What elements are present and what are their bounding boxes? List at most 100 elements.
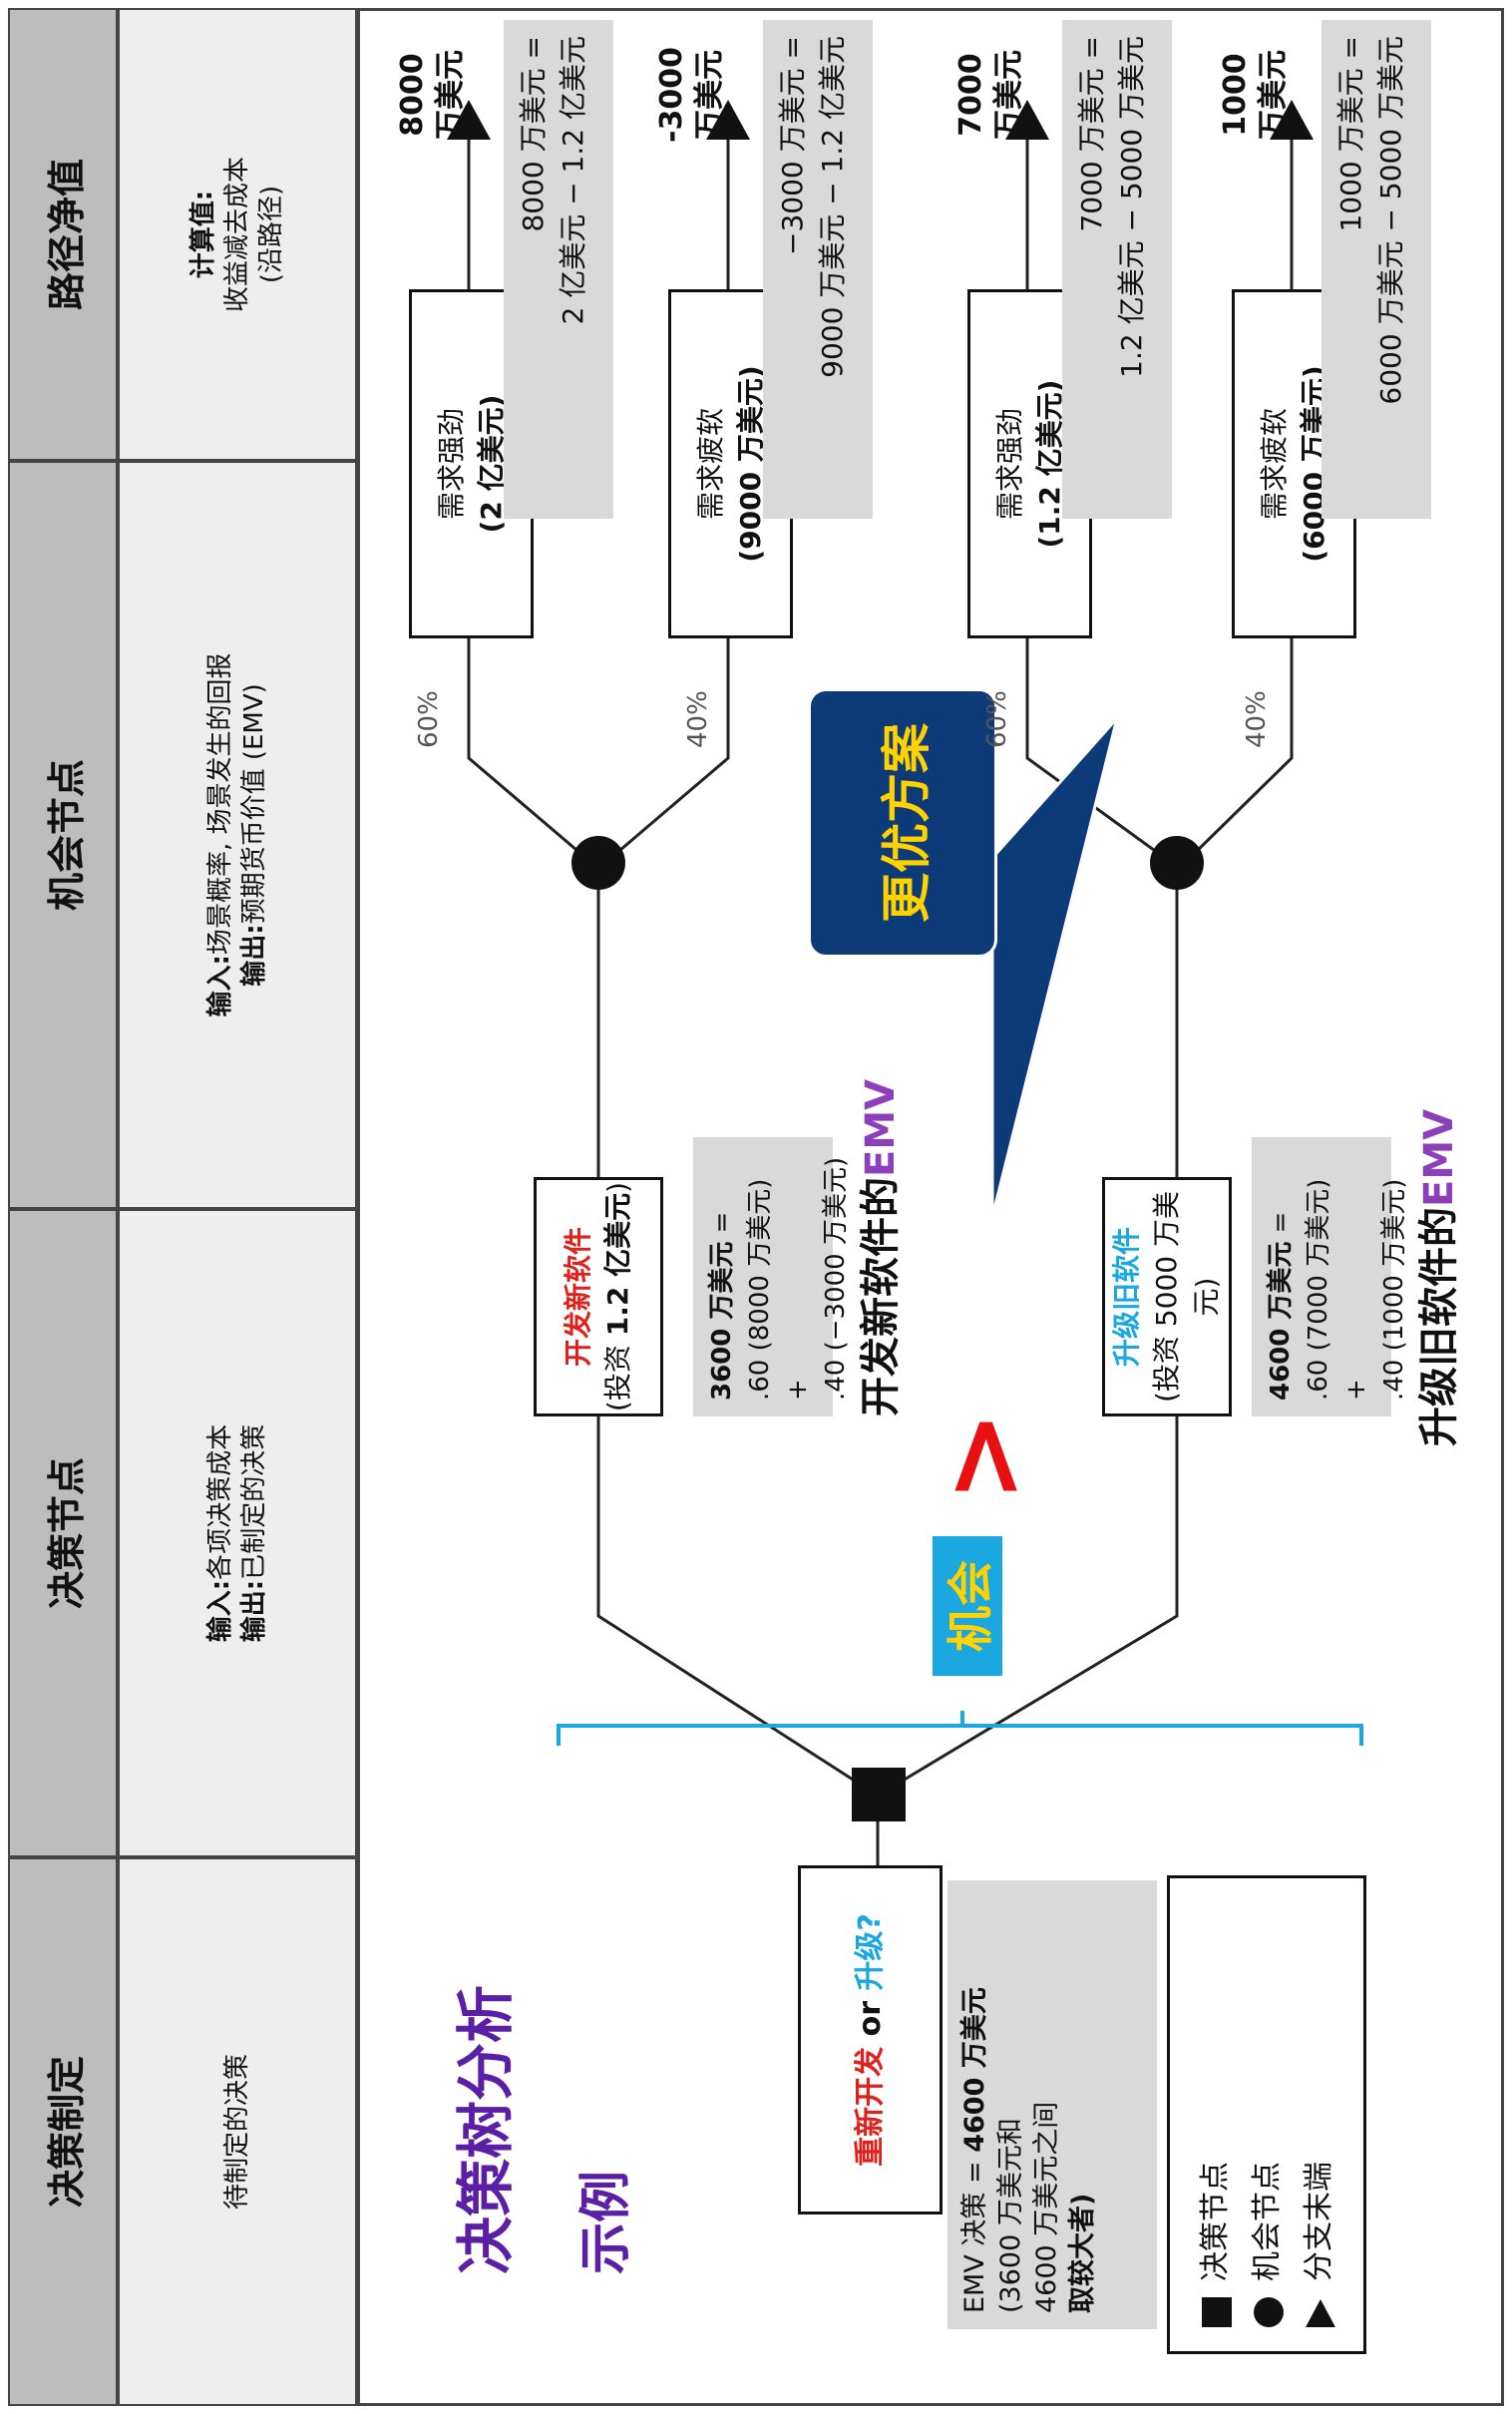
probability-label: 40% (1242, 690, 1272, 748)
net-value-unit: 万美元 (692, 50, 727, 140)
branch-end-triangle-icon (706, 100, 750, 140)
net-value-unit: 万美元 (1256, 50, 1291, 140)
legend-item-chance: 机会节点 (1242, 1902, 1294, 2327)
emv-decision-line3: 4600 万美元之间 (1031, 2101, 1062, 2313)
outcome-name: 需求强劲 (992, 408, 1026, 521)
square-icon (1201, 2297, 1232, 2327)
net-value-unit: 万美元 (991, 50, 1026, 140)
probability-label: 60% (982, 690, 1012, 748)
legend-item-decision: 决策节点 (1190, 1902, 1242, 2327)
decision-square-icon (852, 1768, 906, 1821)
upgrade-emv-line2: .60 (7000 万美元) + (1304, 1178, 1371, 1401)
path-calc-line2: 6000 万美元 − 5000 万美元 (1374, 36, 1407, 405)
line-chanceA-strong (467, 638, 584, 858)
net-value: -3000 万美元 (653, 20, 729, 170)
develop-emv-label: 开发新软件的EMV (848, 998, 908, 1416)
upgrade-invest: (投资 5000 万美元) (1150, 1191, 1223, 1403)
better-option-callout: 更优方案 (808, 688, 997, 958)
outcome-name: 需求疲软 (693, 408, 727, 521)
net-value: 7000 万美元 (952, 20, 1028, 170)
net-value: 1000 万美元 (1217, 20, 1293, 170)
path-calc-box: 1000 万美元 = 6000 万美元 − 5000 万美元 (1322, 20, 1431, 519)
outcome-name: 需求强劲 (434, 408, 468, 521)
net-value-unit: 万美元 (433, 50, 468, 140)
path-calc-box: 8000 万美元 = 2 亿美元 − 1.2 亿美元 (504, 20, 613, 519)
develop-option-box: 开发新软件 (投资 1.2 亿美元) (534, 1177, 663, 1416)
develop-name: 开发新软件 (562, 1227, 594, 1368)
develop-invest: (投资 1.2 亿美元) (598, 1182, 638, 1411)
path-calc-box: −3000 万美元 = 9000 万美元 − 1.2 亿美元 (763, 20, 873, 519)
emv-decision-label: EMV 决策 = (959, 2152, 990, 2313)
chance-circle-icon (571, 836, 625, 890)
legend-box: 决策节点 机会节点 分支末端 (1167, 1875, 1366, 2354)
invest-value: 1.2 亿美元 (601, 1192, 634, 1337)
triangle-icon (1305, 2299, 1335, 2327)
emv-decision-line4: 取较大者) (1067, 2193, 1098, 2313)
legend-label: 决策节点 (1198, 2162, 1233, 2281)
path-calc-line1: 1000 万美元 = (1334, 36, 1367, 232)
net-value-number: -3000 (654, 47, 689, 143)
upgrade-emv-box: 4600 万美元 = .60 (7000 万美元) + .40 (1000 万美… (1252, 1137, 1409, 1416)
invest-suffix: ) (601, 1181, 634, 1193)
probability-label: 40% (683, 690, 713, 748)
path-calc-line2: 9000 万美元 − 1.2 亿美元 (816, 36, 849, 378)
opportunity-label: 机会 (933, 1536, 1002, 1676)
line-decision-to-develop (596, 1416, 879, 1798)
chance-circle-icon (1150, 836, 1204, 890)
emv-label-prefix: 升级旧软件的 (1416, 1207, 1462, 1446)
line-chanceB-strong (1025, 638, 1163, 858)
diagram-subtitle: 示例 (576, 2170, 636, 2274)
redevelop-text: 重新开发 (852, 2046, 888, 2167)
net-value-number: 8000 (395, 53, 430, 137)
root-decision-text: 重新开发 or 升级? (851, 1913, 891, 2167)
line-chanceA-weak (612, 638, 730, 858)
outcome-name: 需求疲软 (1257, 408, 1291, 521)
upgrade-text: 升级? (852, 1913, 888, 1991)
path-calc-line2: 2 亿美元 − 1.2 亿美元 (557, 36, 589, 325)
legend-label: 分支末端 (1302, 2162, 1336, 2281)
emv-decision-value: 4600 万美元 (959, 1987, 990, 2153)
emv-label-suffix: EMV (858, 1078, 904, 1177)
develop-emv-box: 3600 万美元 = .60 (8000 万美元) + .40 (−3000 万… (693, 1137, 851, 1416)
net-value-number: 1000 (1218, 53, 1253, 137)
path-calc-line1: −3000 万美元 = (776, 36, 809, 255)
circle-icon (1253, 2297, 1284, 2327)
upgrade-emv-line1: 4600 万美元 = (1262, 1153, 1300, 1401)
invest-prefix: (投资 (601, 1336, 634, 1412)
probability-label: 60% (414, 690, 444, 748)
emv-decision-line2: (3600 万美元和 (995, 2118, 1026, 2313)
legend-item-end: 分支末端 (1294, 1902, 1345, 2327)
path-calc-line2: 1.2 亿美元 − 5000 万美元 (1115, 36, 1148, 378)
develop-emv-line1: 3600 万美元 = (703, 1153, 741, 1401)
net-value-number: 7000 (953, 53, 988, 137)
develop-emv-eq: = (707, 1211, 737, 1242)
emv-label-suffix: EMV (1416, 1108, 1462, 1207)
upgrade-option-box: 升级旧软件 (投资 5000 万美元) (1102, 1177, 1232, 1416)
bracket-icon (557, 1711, 1363, 1746)
net-value: 8000 万美元 (394, 20, 470, 170)
or-text: or (852, 1990, 888, 2047)
path-calc-line1: 8000 万美元 = (517, 36, 550, 232)
upgrade-emv-label: 升级旧软件的EMV (1406, 1027, 1466, 1446)
callout-pointer-icon (990, 717, 1119, 1218)
comparison-sign: > (919, 1409, 1046, 1503)
emv-label-prefix: 开发新软件的 (858, 1177, 904, 1416)
branch-end-triangle-icon (1005, 100, 1049, 140)
branch-end-triangle-icon (1270, 100, 1314, 140)
line-decision-to-upgrade (877, 1416, 1179, 1798)
upgrade-emv-eq: = (1266, 1211, 1296, 1242)
develop-emv-line2: .60 (8000 万美元) + (745, 1178, 813, 1401)
path-calc-line1: 7000 万美元 = (1075, 36, 1108, 232)
emv-decision-box: EMV 决策 = 4600 万美元 (3600 万美元和 4600 万美元之间 … (947, 1880, 1157, 2329)
emv-decision-line1: EMV 决策 = 4600 万美元 (957, 1896, 993, 2313)
upgrade-emv-value: 4600 万美元 (1266, 1241, 1296, 1401)
develop-emv-value: 3600 万美元 (707, 1241, 737, 1401)
branch-end-triangle-icon (447, 100, 491, 140)
legend-label: 机会节点 (1250, 2162, 1285, 2281)
diagram-title: 决策树分析 (452, 1984, 520, 2274)
line-chanceB-weak (1190, 638, 1294, 858)
root-decision-box: 重新开发 or 升级? (798, 1865, 943, 2214)
